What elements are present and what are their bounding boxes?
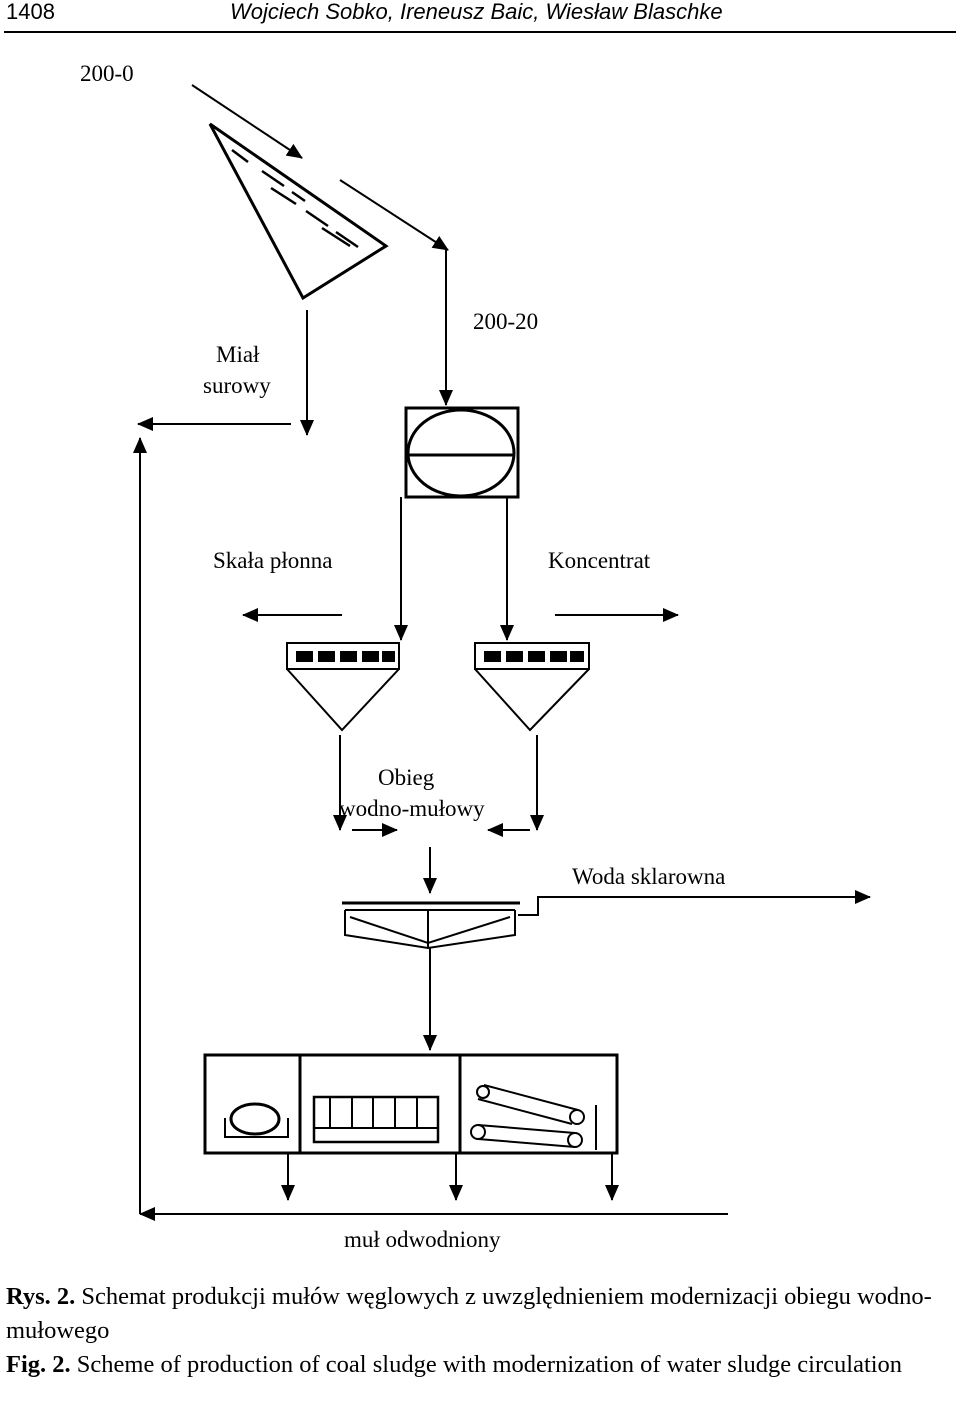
feed-arrow <box>191 84 303 159</box>
funnel-right <box>474 668 590 732</box>
caption-polish-text: Schemat produkcji mułów węglowych z uwzg… <box>6 1283 932 1344</box>
caption-polish-prefix: Rys. 2. <box>6 1283 76 1310</box>
label-raw-coal-line1: Miał <box>216 342 260 367</box>
oversize-arrow <box>339 179 449 251</box>
separator-drum <box>406 408 516 498</box>
running-authors: Wojciech Sobko, Ireneusz Baic, Wiesław B… <box>230 0 723 24</box>
page-number: 1408 <box>6 0 55 24</box>
figure-caption: Rys. 2. Schemat produkcji mułów węglowyc… <box>6 1280 956 1382</box>
dewatering-block <box>203 1053 619 1155</box>
funnel-left <box>286 668 400 732</box>
drain-screen-right <box>474 642 590 670</box>
filter-press-plates <box>314 1097 438 1129</box>
label-circuit-line1: Obieg <box>378 765 435 790</box>
label-feed-size: 200-0 <box>80 61 134 86</box>
label-concentrate: Koncentrat <box>548 548 651 573</box>
label-circuit-line2: wodno-mułowy <box>339 796 485 821</box>
drain-screen-left <box>286 642 400 670</box>
caption-english-text: Scheme of production of coal sludge with… <box>76 1351 903 1378</box>
caption-english: Fig. 2. Scheme of production of coal slu… <box>6 1348 956 1382</box>
header-rule <box>4 31 956 33</box>
label-waste-rock: Skała płonna <box>213 548 332 573</box>
screen-perforations <box>296 651 584 662</box>
caption-english-prefix: Fig. 2. <box>6 1351 71 1378</box>
belt-filter-lower <box>470 1124 583 1148</box>
screen-deck-dashes <box>231 149 359 249</box>
filter-press <box>312 1095 440 1144</box>
overflow-line <box>518 890 871 916</box>
label-dewatered-sludge: muł odwodniony <box>344 1227 501 1252</box>
label-raw-coal-line2: surowy <box>203 373 271 398</box>
label-clarified-water: Woda sklarowna <box>572 864 725 889</box>
page-header: 1408 Wojciech Sobko, Ireneusz Baic, Wies… <box>0 0 960 34</box>
screen-triangle <box>208 122 389 301</box>
centrifuge-base <box>224 1118 289 1138</box>
caption-polish: Rys. 2. Schemat produkcji mułów węglowyc… <box>6 1280 956 1348</box>
centrifuge-drum <box>229 1102 281 1136</box>
belt-filter-upper <box>476 1084 585 1125</box>
label-oversize: 200-20 <box>473 309 538 334</box>
